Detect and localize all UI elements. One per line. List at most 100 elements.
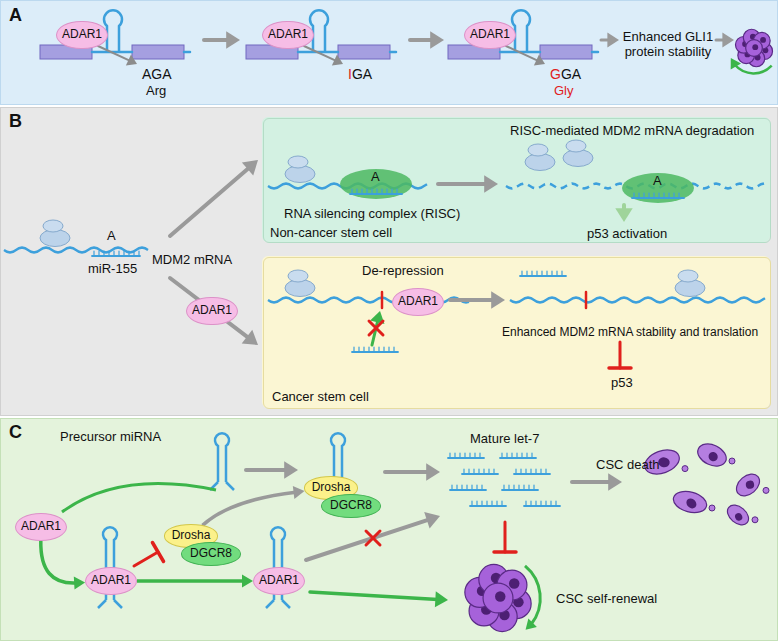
- mirna-base: [479, 453, 480, 458]
- panel-ground: [0, 418, 778, 641]
- mirna-base: [541, 271, 542, 276]
- mirna-base: [481, 501, 482, 506]
- renewal-arrow: [525, 566, 540, 624]
- cell: [746, 40, 763, 57]
- connector-line: [203, 492, 296, 525]
- mirna-strand: [470, 505, 506, 507]
- mirna-base: [536, 271, 537, 276]
- inhibition-line: [134, 552, 158, 566]
- dying-cell: [724, 501, 753, 529]
- mirna-base: [483, 469, 484, 474]
- arrowhead: [293, 486, 305, 499]
- mirna-base: [478, 469, 479, 474]
- mirna-strand: [500, 457, 536, 459]
- cell-nucleus: [684, 496, 698, 510]
- ribosome-small: [43, 220, 63, 232]
- mirna-base: [555, 501, 556, 506]
- panel-letter: B: [9, 111, 22, 132]
- intron-strand: [592, 51, 598, 54]
- ribosome-small: [288, 156, 308, 168]
- step-arrow: [385, 470, 429, 474]
- panel-letter: A: [9, 5, 22, 26]
- mirna-base: [535, 469, 536, 474]
- mirna-strand: [632, 197, 684, 199]
- enzyme-ellipse: ADAR1: [85, 567, 137, 595]
- mirna-base: [530, 469, 531, 474]
- mirna-base: [550, 501, 551, 506]
- cell-nucleus: [752, 44, 758, 50]
- enzyme-ellipse: ADAR1: [464, 21, 515, 50]
- edit-arrow: [98, 46, 130, 61]
- mirna-base: [531, 453, 532, 458]
- box-ground: [262, 256, 770, 408]
- ribosome-small: [528, 144, 548, 156]
- arrowhead: [74, 577, 85, 590]
- step-arrow: [450, 298, 494, 302]
- mirna-base: [113, 251, 114, 256]
- intron-strand: [390, 51, 396, 54]
- mirna-base: [545, 469, 546, 474]
- connector-line: [41, 541, 77, 583]
- cell-fragment: [763, 487, 769, 493]
- mirna-base: [525, 469, 526, 474]
- box-title: Cancer stem cell: [272, 390, 369, 405]
- edit-arrow: [304, 46, 336, 61]
- arrowhead: [731, 58, 741, 70]
- mirna-base: [545, 501, 546, 506]
- inhibition-line: [504, 522, 507, 552]
- mirna-base: [531, 271, 532, 276]
- mirna-base: [503, 485, 504, 490]
- mirna-base: [488, 469, 489, 474]
- step-arrow: [306, 519, 430, 560]
- mirna-base: [133, 251, 134, 256]
- mirna-label: Precursor miRNA: [60, 430, 161, 445]
- ribosome-small: [288, 270, 308, 282]
- mirna-base: [103, 251, 104, 256]
- edit-arrow: [506, 46, 538, 61]
- node-label: Drosha: [312, 481, 351, 495]
- mirna-base: [526, 271, 527, 276]
- mirna-strand: [462, 473, 498, 475]
- node-label: ADAR1: [268, 28, 308, 42]
- exon-box: [338, 45, 390, 59]
- exon-box: [132, 45, 184, 59]
- mirna-base: [358, 347, 359, 352]
- codon-label: GGA: [550, 66, 581, 82]
- mirna-base: [353, 347, 354, 352]
- mirna-base: [521, 271, 522, 276]
- step-label: Enhanced GLI1 protein stability: [619, 30, 717, 60]
- step-label: RISC-mediated MDM2 mRNA degradation: [510, 124, 754, 139]
- mirna-base: [449, 453, 450, 458]
- outcome-label: CSC self-renewal: [556, 592, 657, 607]
- outcome-label: p53 activation: [587, 227, 667, 242]
- arrowhead: [284, 461, 298, 478]
- mirna-base: [363, 347, 364, 352]
- part-label: RNA silencing complex (RISC): [284, 207, 460, 222]
- base-label: A: [107, 229, 116, 244]
- dying-cell: [732, 470, 763, 501]
- enzyme-ellipse: ADAR1: [186, 297, 237, 326]
- connector: [137, 575, 253, 588]
- ribosome-small: [678, 270, 698, 282]
- mirna-base: [540, 501, 541, 506]
- cell-fragment: [752, 517, 758, 523]
- mirna-base: [508, 485, 509, 490]
- box-ground: [262, 117, 770, 242]
- mirna-base: [546, 271, 547, 276]
- mirna-base: [668, 193, 669, 198]
- mirna-base: [523, 485, 524, 490]
- arrowhead: [526, 619, 537, 630]
- mirna-base: [526, 453, 527, 458]
- mirna-base: [530, 501, 531, 506]
- enzyme-ellipse: ADAR1: [253, 567, 305, 595]
- outcome-label: p53: [611, 376, 633, 391]
- cell-state-box: De-repressionEnhanced MDM2 mRNA stabilit…: [263, 257, 771, 409]
- step-arrow: [438, 182, 487, 186]
- mirna-base: [371, 189, 372, 194]
- mirna-base: [366, 189, 367, 194]
- node-label: DGCR8: [190, 547, 232, 561]
- codon-label: AGA: [142, 66, 172, 82]
- arrowhead: [424, 512, 440, 529]
- arrowhead: [484, 175, 498, 192]
